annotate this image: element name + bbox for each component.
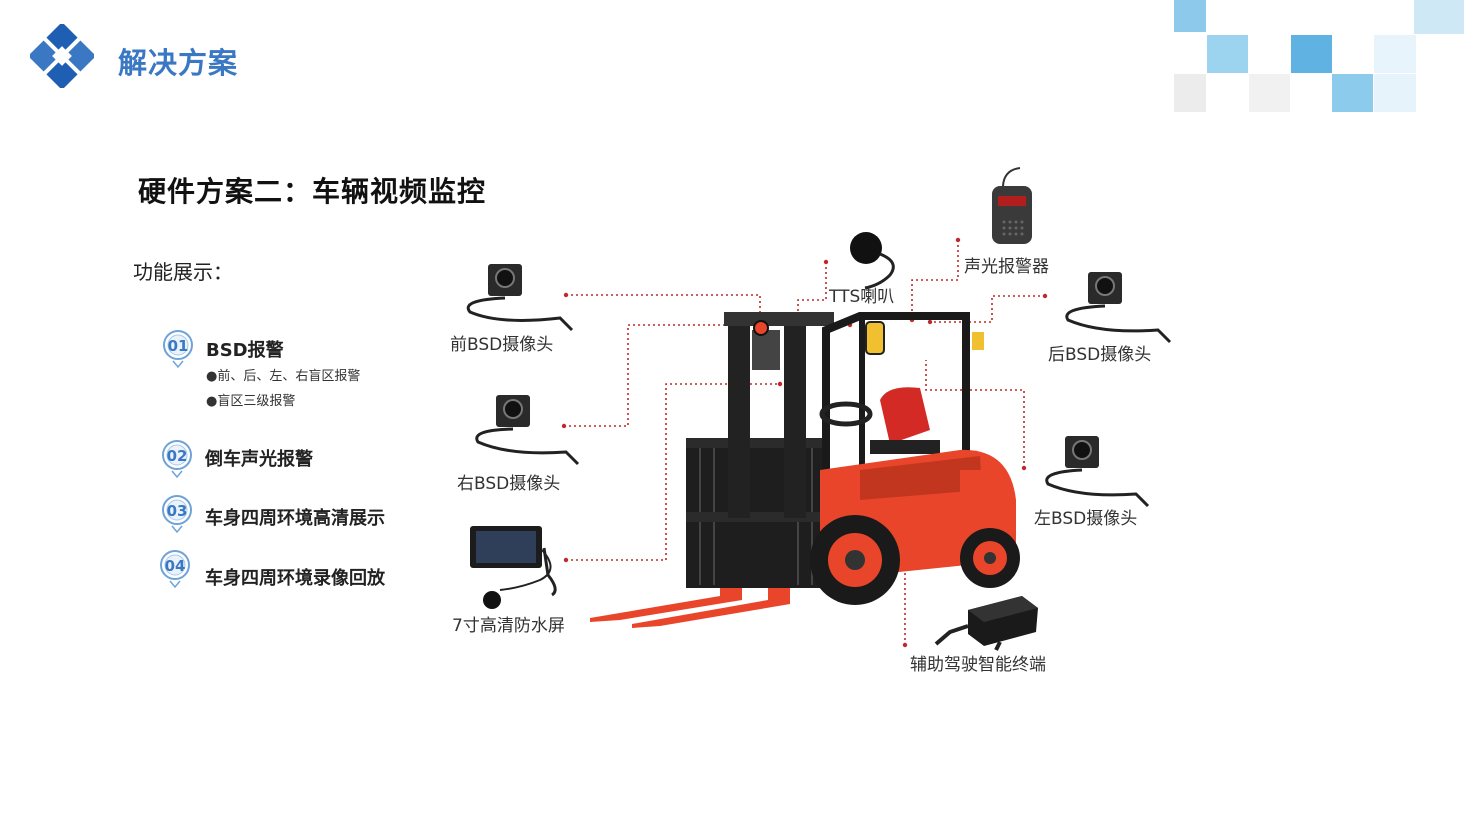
feature-subtitle: 功能展示： — [133, 260, 233, 284]
svg-text:02: 02 — [167, 447, 188, 465]
page-title: 硬件方案二：车辆视频监控 — [138, 175, 487, 208]
feature-04-title: 车身四周环境录像回放 — [205, 568, 385, 589]
decorative-mosaic — [1174, 0, 1464, 112]
front-bsd-camera-icon — [466, 264, 574, 332]
feature-02-title: 倒车声光报警 — [205, 449, 313, 470]
label-left-bsd-camera: 左BSD摄像头 — [1034, 509, 1138, 529]
company-logo-icon — [30, 24, 94, 88]
monitor-screen-icon — [470, 526, 557, 609]
label-right-bsd-camera: 右BSD摄像头 — [457, 474, 561, 494]
svg-text:01: 01 — [168, 337, 189, 355]
right-bsd-camera-icon — [475, 395, 580, 466]
feature-02-badge-icon: 02 — [162, 440, 192, 479]
label-tts-speaker: TTS喇叭 — [829, 287, 895, 307]
label-smart-terminal: 辅助驾驶智能终端 — [910, 655, 1046, 675]
section-title: 解决方案 — [118, 46, 239, 80]
feature-01-detail-2: ●盲区三级报警 — [206, 394, 296, 409]
rear-bsd-camera-icon — [1065, 272, 1172, 344]
feature-01-badge-icon: 01 — [163, 330, 193, 369]
feature-04-badge-icon: 04 — [160, 550, 190, 589]
feature-03-badge-icon: 03 — [162, 495, 192, 534]
tts-speaker-icon — [850, 232, 895, 290]
label-sound-light-alarm: 声光报警器 — [964, 257, 1049, 277]
left-bsd-camera-icon — [1045, 436, 1150, 508]
feature-01-title: BSD报警 — [206, 340, 284, 361]
smart-terminal-icon — [934, 596, 1038, 651]
label-7inch-screen: 7寸高清防水屏 — [452, 616, 565, 636]
label-front-bsd-camera: 前BSD摄像头 — [450, 335, 554, 355]
feature-03-title: 车身四周环境高清展示 — [205, 508, 385, 529]
forklift-icon — [590, 312, 1020, 628]
sound-light-alarm-icon — [992, 167, 1032, 244]
feature-01-detail-1: ●前、后、左、右盲区报警 — [206, 369, 361, 384]
label-rear-bsd-camera: 后BSD摄像头 — [1048, 345, 1152, 365]
svg-text:04: 04 — [165, 557, 186, 575]
svg-text:03: 03 — [167, 502, 188, 520]
